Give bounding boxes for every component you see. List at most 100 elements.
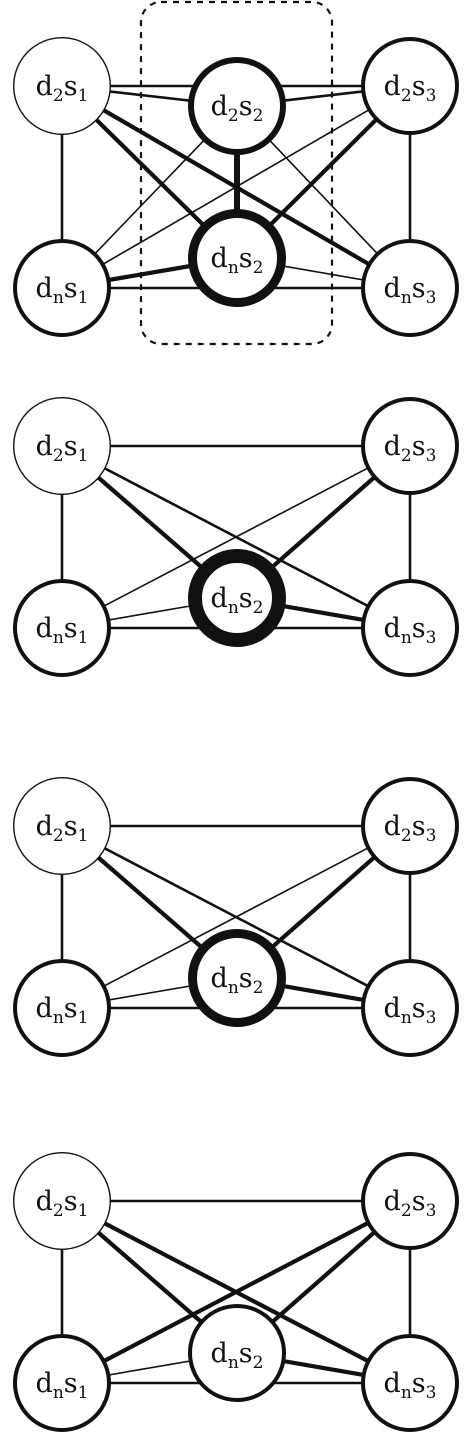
node-letter: s	[412, 1368, 426, 1399]
edge-d2s3-dns1	[59, 1198, 413, 1386]
node-letter: d	[211, 243, 228, 274]
node-label-dns2: dns2	[211, 583, 264, 618]
node-subscript: n	[401, 1383, 412, 1403]
node-letter: s	[239, 1338, 253, 1369]
node-subscript: 1	[78, 446, 89, 466]
node-subscript: 2	[253, 258, 264, 278]
node-subscript: n	[53, 288, 64, 308]
node-subscript: 2	[253, 1353, 264, 1373]
node-label-dns3: dns3	[384, 993, 437, 1028]
node-subscript: 2	[401, 86, 412, 106]
node-letter: s	[412, 273, 426, 304]
node-letter: d	[36, 71, 53, 102]
node-d2s1	[13, 37, 111, 135]
node-subscript: 3	[426, 1383, 437, 1403]
node-letter: s	[239, 583, 253, 614]
node-letter: s	[64, 1186, 78, 1217]
node-subscript: 1	[78, 1201, 89, 1221]
node-dns1	[13, 239, 111, 337]
node-label-d2s3: d2s3	[384, 431, 437, 466]
node-dns2	[188, 209, 286, 307]
node-subscript: 1	[78, 288, 89, 308]
node-d2s1	[13, 1151, 111, 1250]
node-label-d2s1: d2s1	[36, 811, 89, 846]
node-letter: d	[211, 91, 228, 122]
node-subscript: 1	[78, 86, 89, 106]
node-label-dns2: dns2	[211, 243, 264, 278]
node-letter: s	[412, 811, 426, 842]
node-dns3	[361, 239, 459, 337]
node-letter: d	[384, 431, 401, 462]
node-letter: s	[64, 613, 78, 644]
node-label-dns3: dns3	[384, 1368, 437, 1403]
node-letter: s	[412, 993, 426, 1024]
node-label-d2s1: d2s1	[36, 1186, 89, 1221]
node-dns3	[361, 579, 459, 677]
node-subscript: 3	[426, 628, 437, 648]
node-label-d2s3: d2s3	[384, 71, 437, 106]
edge-d2s3-dns1	[61, 445, 411, 629]
node-letter: s	[64, 1368, 78, 1399]
node-letter: s	[239, 243, 253, 274]
node-letter: d	[36, 273, 53, 304]
node-letter: d	[384, 273, 401, 304]
node-label-d2s2: d2s2	[211, 91, 264, 126]
node-subscript: 2	[53, 826, 64, 846]
node-subscript: 2	[253, 978, 264, 998]
node-subscript: 2	[401, 446, 412, 466]
node-dns2	[188, 1304, 286, 1402]
node-subscript: 1	[78, 628, 89, 648]
node-subscript: n	[228, 978, 239, 998]
node-dns1	[13, 1334, 111, 1432]
edge-d2s3-dns1	[61, 85, 411, 289]
node-d2s3	[361, 397, 459, 495]
node-letter: s	[64, 993, 78, 1024]
node-letter: d	[211, 583, 228, 614]
node-d2s2	[188, 57, 286, 155]
node-letter: d	[211, 1338, 228, 1369]
node-subscript: 2	[401, 826, 412, 846]
node-subscript: 2	[53, 1201, 64, 1221]
node-letter: d	[384, 1368, 401, 1399]
node-label-dns3: dns3	[384, 613, 437, 648]
node-letter: s	[64, 71, 78, 102]
node-subscript: 3	[426, 1201, 437, 1221]
node-subscript: 3	[426, 86, 437, 106]
node-letter: d	[36, 613, 53, 644]
node-letter: d	[36, 811, 53, 842]
node-letter: s	[64, 811, 78, 842]
node-d2s1	[13, 397, 111, 496]
node-label-d2s3: d2s3	[384, 1186, 437, 1221]
node-d2s3	[361, 37, 459, 135]
node-dns3	[361, 959, 459, 1057]
node-subscript: 2	[53, 446, 64, 466]
node-subscript: n	[53, 1383, 64, 1403]
node-label-dns1: dns1	[36, 273, 89, 308]
node-letter: s	[239, 963, 253, 994]
node-label-dns1: dns1	[36, 1368, 89, 1403]
node-subscript: 2	[228, 106, 239, 126]
node-label-dns3: dns3	[384, 273, 437, 308]
node-dns2	[188, 549, 286, 647]
node-d2s1	[13, 777, 111, 876]
node-label-dns2: dns2	[211, 1338, 264, 1373]
node-subscript: 1	[78, 826, 89, 846]
node-letter: d	[384, 1186, 401, 1217]
node-dns1	[13, 579, 111, 677]
node-dns3	[361, 1334, 459, 1432]
node-label-dns2: dns2	[211, 963, 264, 998]
node-subscript: 1	[78, 1383, 89, 1403]
node-letter: s	[412, 1186, 426, 1217]
node-letter: s	[64, 273, 78, 304]
node-label-dns1: dns1	[36, 613, 89, 648]
node-subscript: 1	[78, 1008, 89, 1028]
node-subscript: n	[53, 628, 64, 648]
node-letter: d	[36, 1186, 53, 1217]
edge-d2s3-dns1	[61, 825, 411, 1009]
node-subscript: n	[401, 288, 412, 308]
node-subscript: 3	[426, 446, 437, 466]
node-letter: d	[36, 431, 53, 462]
